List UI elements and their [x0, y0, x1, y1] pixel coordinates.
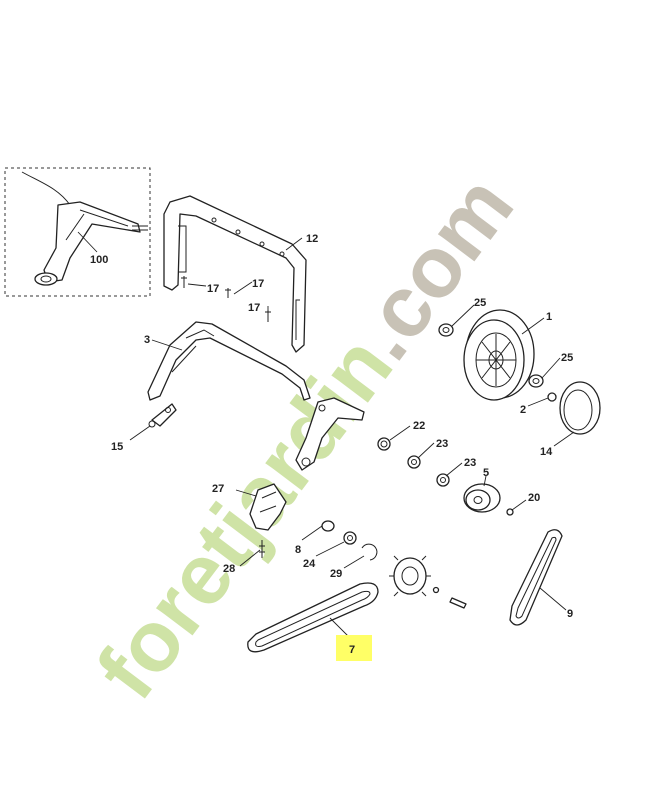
callout-8: 8 — [295, 544, 301, 556]
gear-assembly — [321, 520, 467, 609]
callout-14: 14 — [540, 446, 553, 458]
frame-part-12 — [163, 195, 307, 353]
callout-22: 22 — [413, 420, 425, 432]
callout-25a: 25 — [474, 297, 486, 309]
callout-9: 9 — [567, 608, 573, 620]
belt-part-9 — [509, 529, 563, 626]
callout-3: 3 — [144, 334, 150, 346]
handle-part-3 — [147, 321, 365, 471]
callout-27: 27 — [212, 483, 224, 495]
leader-lines — [77, 231, 575, 637]
callout-12: 12 — [306, 233, 318, 245]
callout-15: 15 — [111, 441, 123, 453]
callout-17b: 17 — [252, 278, 264, 290]
callout-1: 1 — [546, 311, 552, 323]
callout-24: 24 — [303, 558, 316, 570]
callout-5: 5 — [483, 467, 489, 479]
callout-17c: 17 — [248, 302, 260, 314]
callout-29: 29 — [330, 568, 342, 580]
highlight-box-part-7 — [336, 635, 372, 661]
inset-box-part-100 — [4, 167, 151, 297]
wheel-part-1 — [438, 309, 601, 435]
callout-25b: 25 — [561, 352, 573, 364]
callout-23b: 23 — [464, 457, 476, 469]
callout-100: 100 — [90, 254, 108, 266]
small-parts-chain — [377, 437, 514, 516]
callout-20: 20 — [528, 492, 540, 504]
callout-17a: 17 — [207, 283, 219, 295]
callout-28: 28 — [223, 563, 235, 575]
lever-part-27 — [249, 483, 287, 558]
callout-labels: 100 12 17 17 17 25 1 3 25 2 15 22 23 14 … — [90, 233, 573, 656]
callout-23a: 23 — [436, 438, 448, 450]
belt-part-7 — [247, 582, 379, 653]
callout-7: 7 — [349, 644, 355, 656]
callout-2: 2 — [520, 404, 526, 416]
